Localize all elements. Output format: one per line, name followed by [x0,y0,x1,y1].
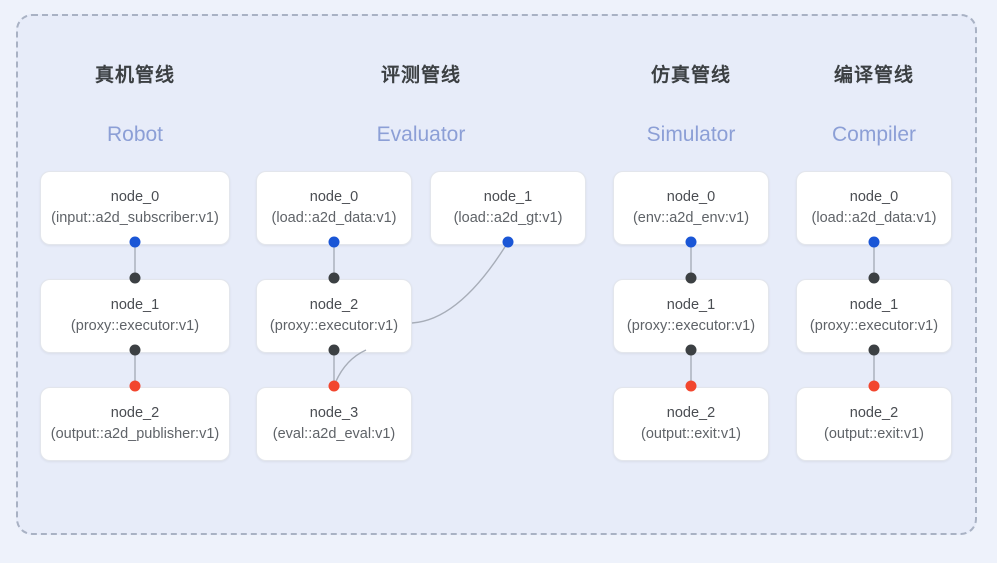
column-subtitle: Compiler [831,123,917,146]
node-box[interactable]: node_0(env::a2d_env:v1) [613,171,769,245]
column-subtitle: Robot [106,123,164,146]
node-type: (load::a2d_gt:v1) [453,210,563,226]
port-input-dot[interactable] [868,272,880,284]
node-box[interactable]: node_2(output::exit:v1) [613,387,769,461]
node-box[interactable]: node_1(proxy::executor:v1) [613,279,769,353]
node-box[interactable]: node_3(eval::a2d_eval:v1) [256,387,412,461]
port-output-dot[interactable] [502,236,514,248]
port-input-dot[interactable] [129,344,141,356]
node-box[interactable]: node_1(proxy::executor:v1) [796,279,952,353]
port-input-dot[interactable] [328,272,340,284]
node-box[interactable]: node_2(proxy::executor:v1) [256,279,412,353]
node-type: (proxy::executor:v1) [269,318,399,334]
node-name: node_1 [110,296,160,313]
node-name: node_2 [110,404,160,421]
port-output-dot[interactable] [328,236,340,248]
node-type: (proxy::executor:v1) [70,318,200,334]
port-input-dot[interactable] [129,272,141,284]
node-name: node_2 [666,404,716,421]
node-box[interactable]: node_1(proxy::executor:v1) [40,279,230,353]
port-input-dot[interactable] [685,272,697,284]
node-box[interactable]: node_0(load::a2d_data:v1) [256,171,412,245]
port-terminal-dot[interactable] [328,380,340,392]
node-type: (env::a2d_env:v1) [632,210,750,226]
port-terminal-dot[interactable] [129,380,141,392]
node-name: node_1 [483,188,533,205]
column-title: 真机管线 [94,65,175,86]
node-box[interactable]: node_1(load::a2d_gt:v1) [430,171,586,245]
port-input-dot[interactable] [868,344,880,356]
node-name: node_2 [309,296,359,313]
port-input-dot[interactable] [685,344,697,356]
port-output-dot[interactable] [868,236,880,248]
node-box[interactable]: node_0(input::a2d_subscriber:v1) [40,171,230,245]
column-title: 编译管线 [833,65,914,86]
node-box[interactable]: node_2(output::exit:v1) [796,387,952,461]
node-type: (load::a2d_data:v1) [811,210,937,226]
column-title: 仿真管线 [650,65,731,86]
node-name: node_1 [849,296,899,313]
port-output-dot[interactable] [685,236,697,248]
node-name: node_0 [849,188,899,205]
node-name: node_0 [666,188,716,205]
port-terminal-dot[interactable] [685,380,697,392]
node-type: (output::exit:v1) [641,426,741,442]
node-name: node_1 [666,296,716,313]
node-name: node_0 [110,188,160,205]
port-input-dot[interactable] [328,344,340,356]
column-title: 评测管线 [380,65,461,86]
port-output-dot[interactable] [129,236,141,248]
node-type: (proxy::executor:v1) [626,318,756,334]
node-type: (eval::a2d_eval:v1) [272,426,396,442]
node-name: node_3 [309,404,359,421]
node-type: (output::a2d_publisher:v1) [50,426,220,442]
column-subtitle: Simulator [646,123,736,146]
node-box[interactable]: node_0(load::a2d_data:v1) [796,171,952,245]
node-name: node_0 [309,188,359,205]
node-type: (output::exit:v1) [824,426,924,442]
port-terminal-dot[interactable] [868,380,880,392]
node-type: (proxy::executor:v1) [809,318,939,334]
column-subtitle: Evaluator [376,123,466,146]
node-name: node_2 [849,404,899,421]
node-box[interactable]: node_2(output::a2d_publisher:v1) [40,387,230,461]
node-type: (load::a2d_data:v1) [271,210,397,226]
node-type: (input::a2d_subscriber:v1) [51,210,219,226]
